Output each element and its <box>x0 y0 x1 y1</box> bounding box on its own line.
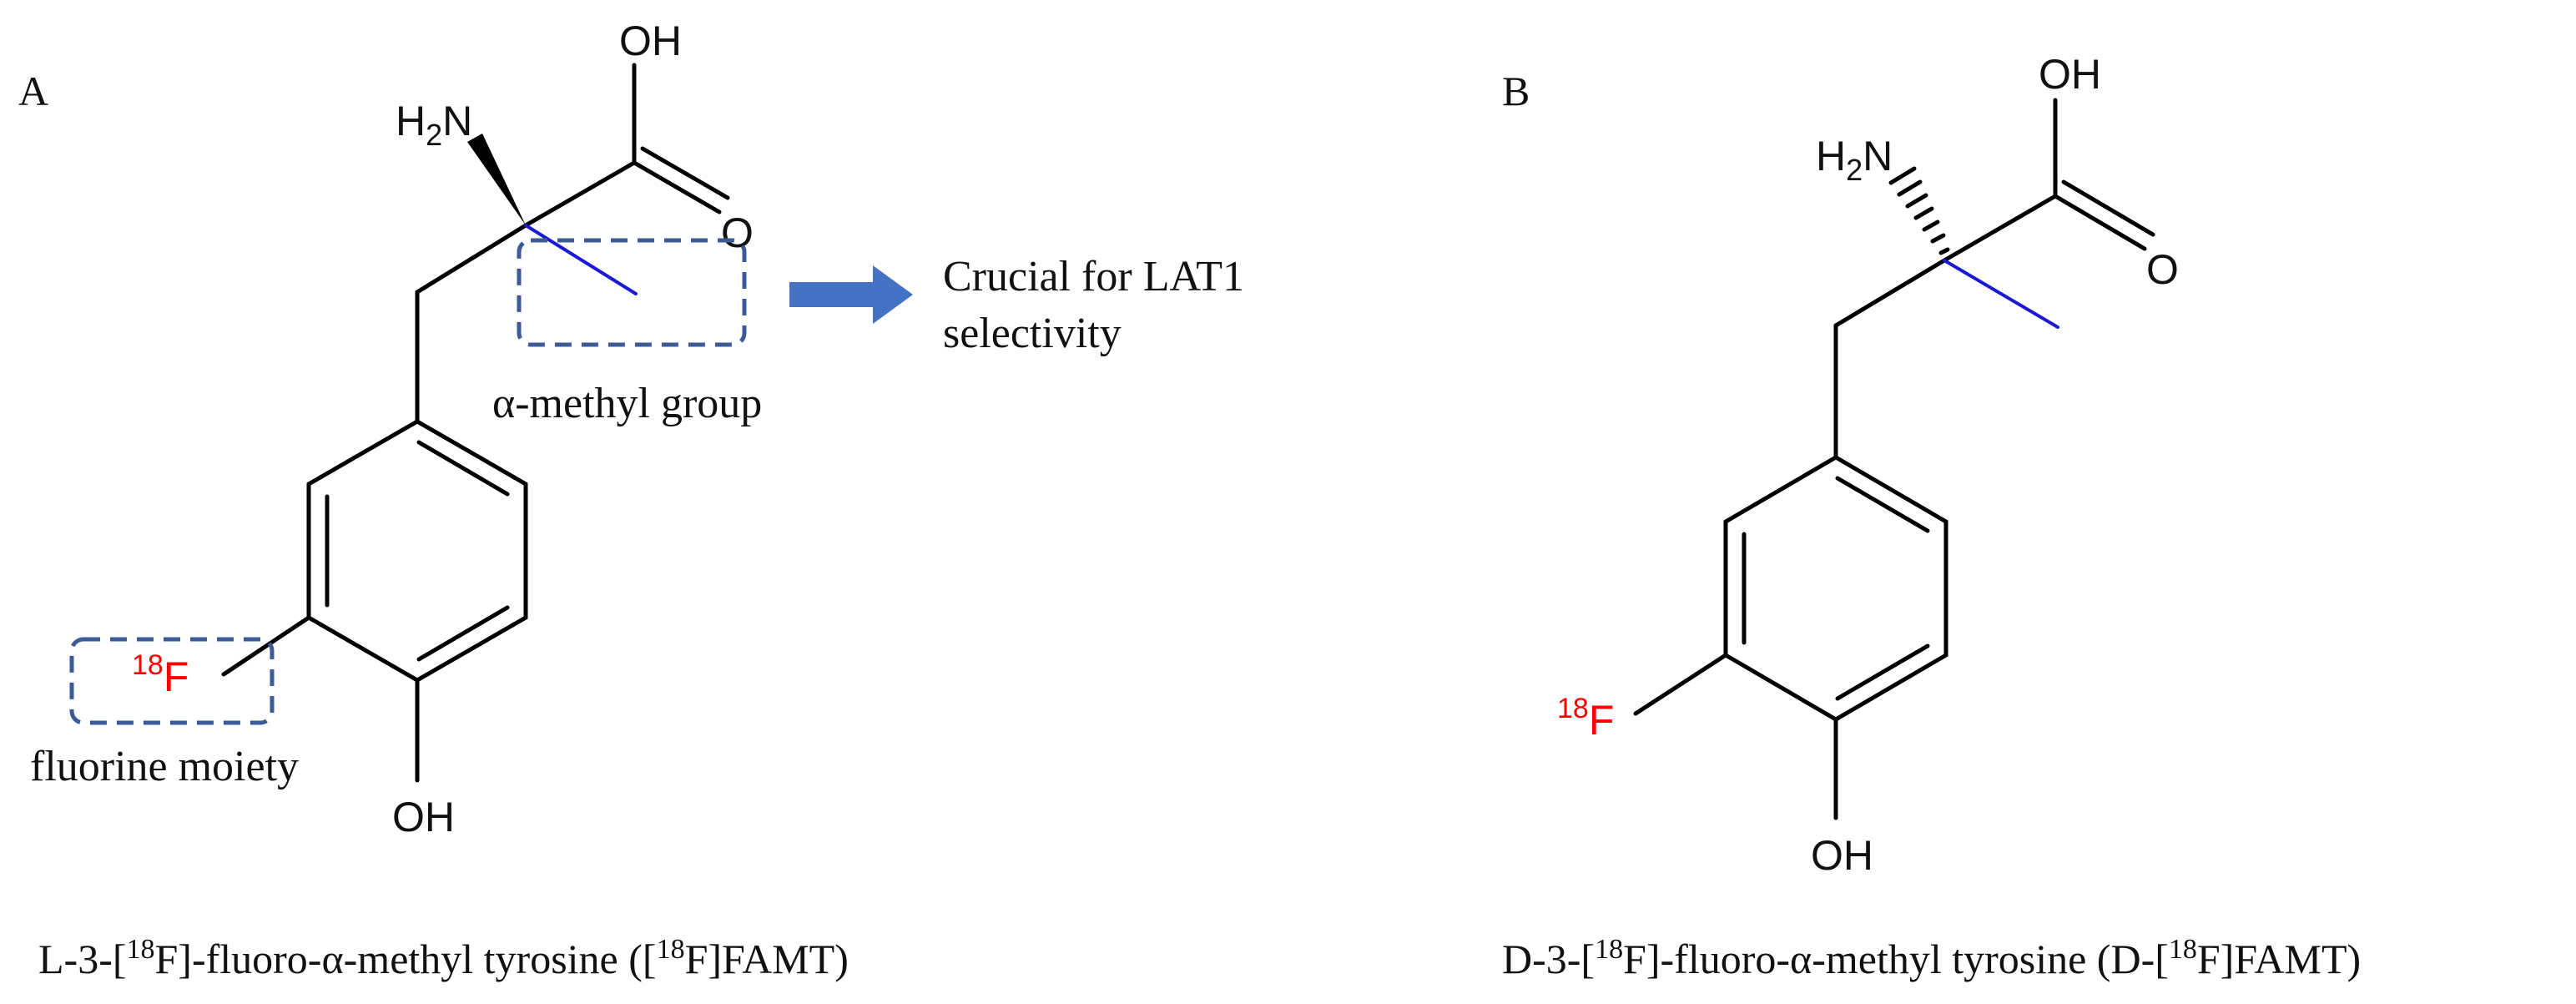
lat1-note-line1: Crucial for LAT1 <box>943 253 1244 300</box>
panel-b-caption: D-3-[18F]-fluoro-α-methyl tyrosine (D-[1… <box>1502 934 2361 982</box>
b-acid-oh-label: OH <box>2039 51 2101 98</box>
bond-calpha-ch2 <box>415 223 528 295</box>
bond-c-o-double-2 <box>640 146 730 200</box>
wedge-bond-nh2 <box>467 134 526 225</box>
b-carbonyl-o-label: O <box>2146 246 2179 293</box>
lat1-note-line2: selectivity <box>943 310 1122 357</box>
amine-label: H2N <box>396 98 472 152</box>
carbonyl-o-label: O <box>721 209 754 256</box>
alpha-methyl-bond <box>524 224 638 295</box>
panel-b-bonds <box>1633 98 2155 820</box>
b-bond-c-o-double-1 <box>2053 194 2147 251</box>
b-bond-c-o-double-2 <box>2061 179 2155 237</box>
panel-a-bonds <box>221 63 730 783</box>
panel-a-letter: A <box>18 68 48 114</box>
b-benzene-ring <box>1723 455 1948 722</box>
b-amine-label: H2N <box>1816 133 1893 187</box>
panel-a-caption: L-3-[18F]-fluoro-α-methyl tyrosine ([18F… <box>38 934 849 982</box>
phenol-oh-label: OH <box>392 794 455 840</box>
panel-b: B <box>1502 51 2361 982</box>
fluorine-18-label: 18F <box>132 649 189 700</box>
panel-b-letter: B <box>1502 68 1530 114</box>
ring-double-1 <box>416 440 510 497</box>
right-arrow-icon <box>789 265 913 324</box>
panel-a: A OH <box>18 18 1244 982</box>
fluorine-moiety-label: fluorine moiety <box>30 743 299 790</box>
hashed-bond-nh2 <box>1888 166 1950 255</box>
bond-c-o-double-1 <box>632 160 722 214</box>
b-bond-ring-f <box>1633 653 1728 716</box>
bond-ring-f <box>221 615 311 677</box>
b-ring-double-1 <box>1835 476 1930 533</box>
bond-calpha-ccarboxyl <box>523 160 637 228</box>
b-bond-calpha-ccarboxyl <box>1942 194 2058 263</box>
b-fluorine-18-label: 18F <box>1557 693 1614 744</box>
alpha-methyl-label: α-methyl group <box>492 380 762 427</box>
b-phenol-oh-label: OH <box>1811 832 1873 879</box>
b-alpha-methyl-bond <box>1943 259 2059 329</box>
benzene-ring <box>306 419 528 683</box>
ring-double-2 <box>416 605 510 662</box>
b-bond-calpha-ch2 <box>1833 258 1947 328</box>
fluorine-highlight-box <box>69 637 275 725</box>
acid-oh-label: OH <box>619 18 682 64</box>
b-ring-double-2 <box>1835 643 1930 701</box>
